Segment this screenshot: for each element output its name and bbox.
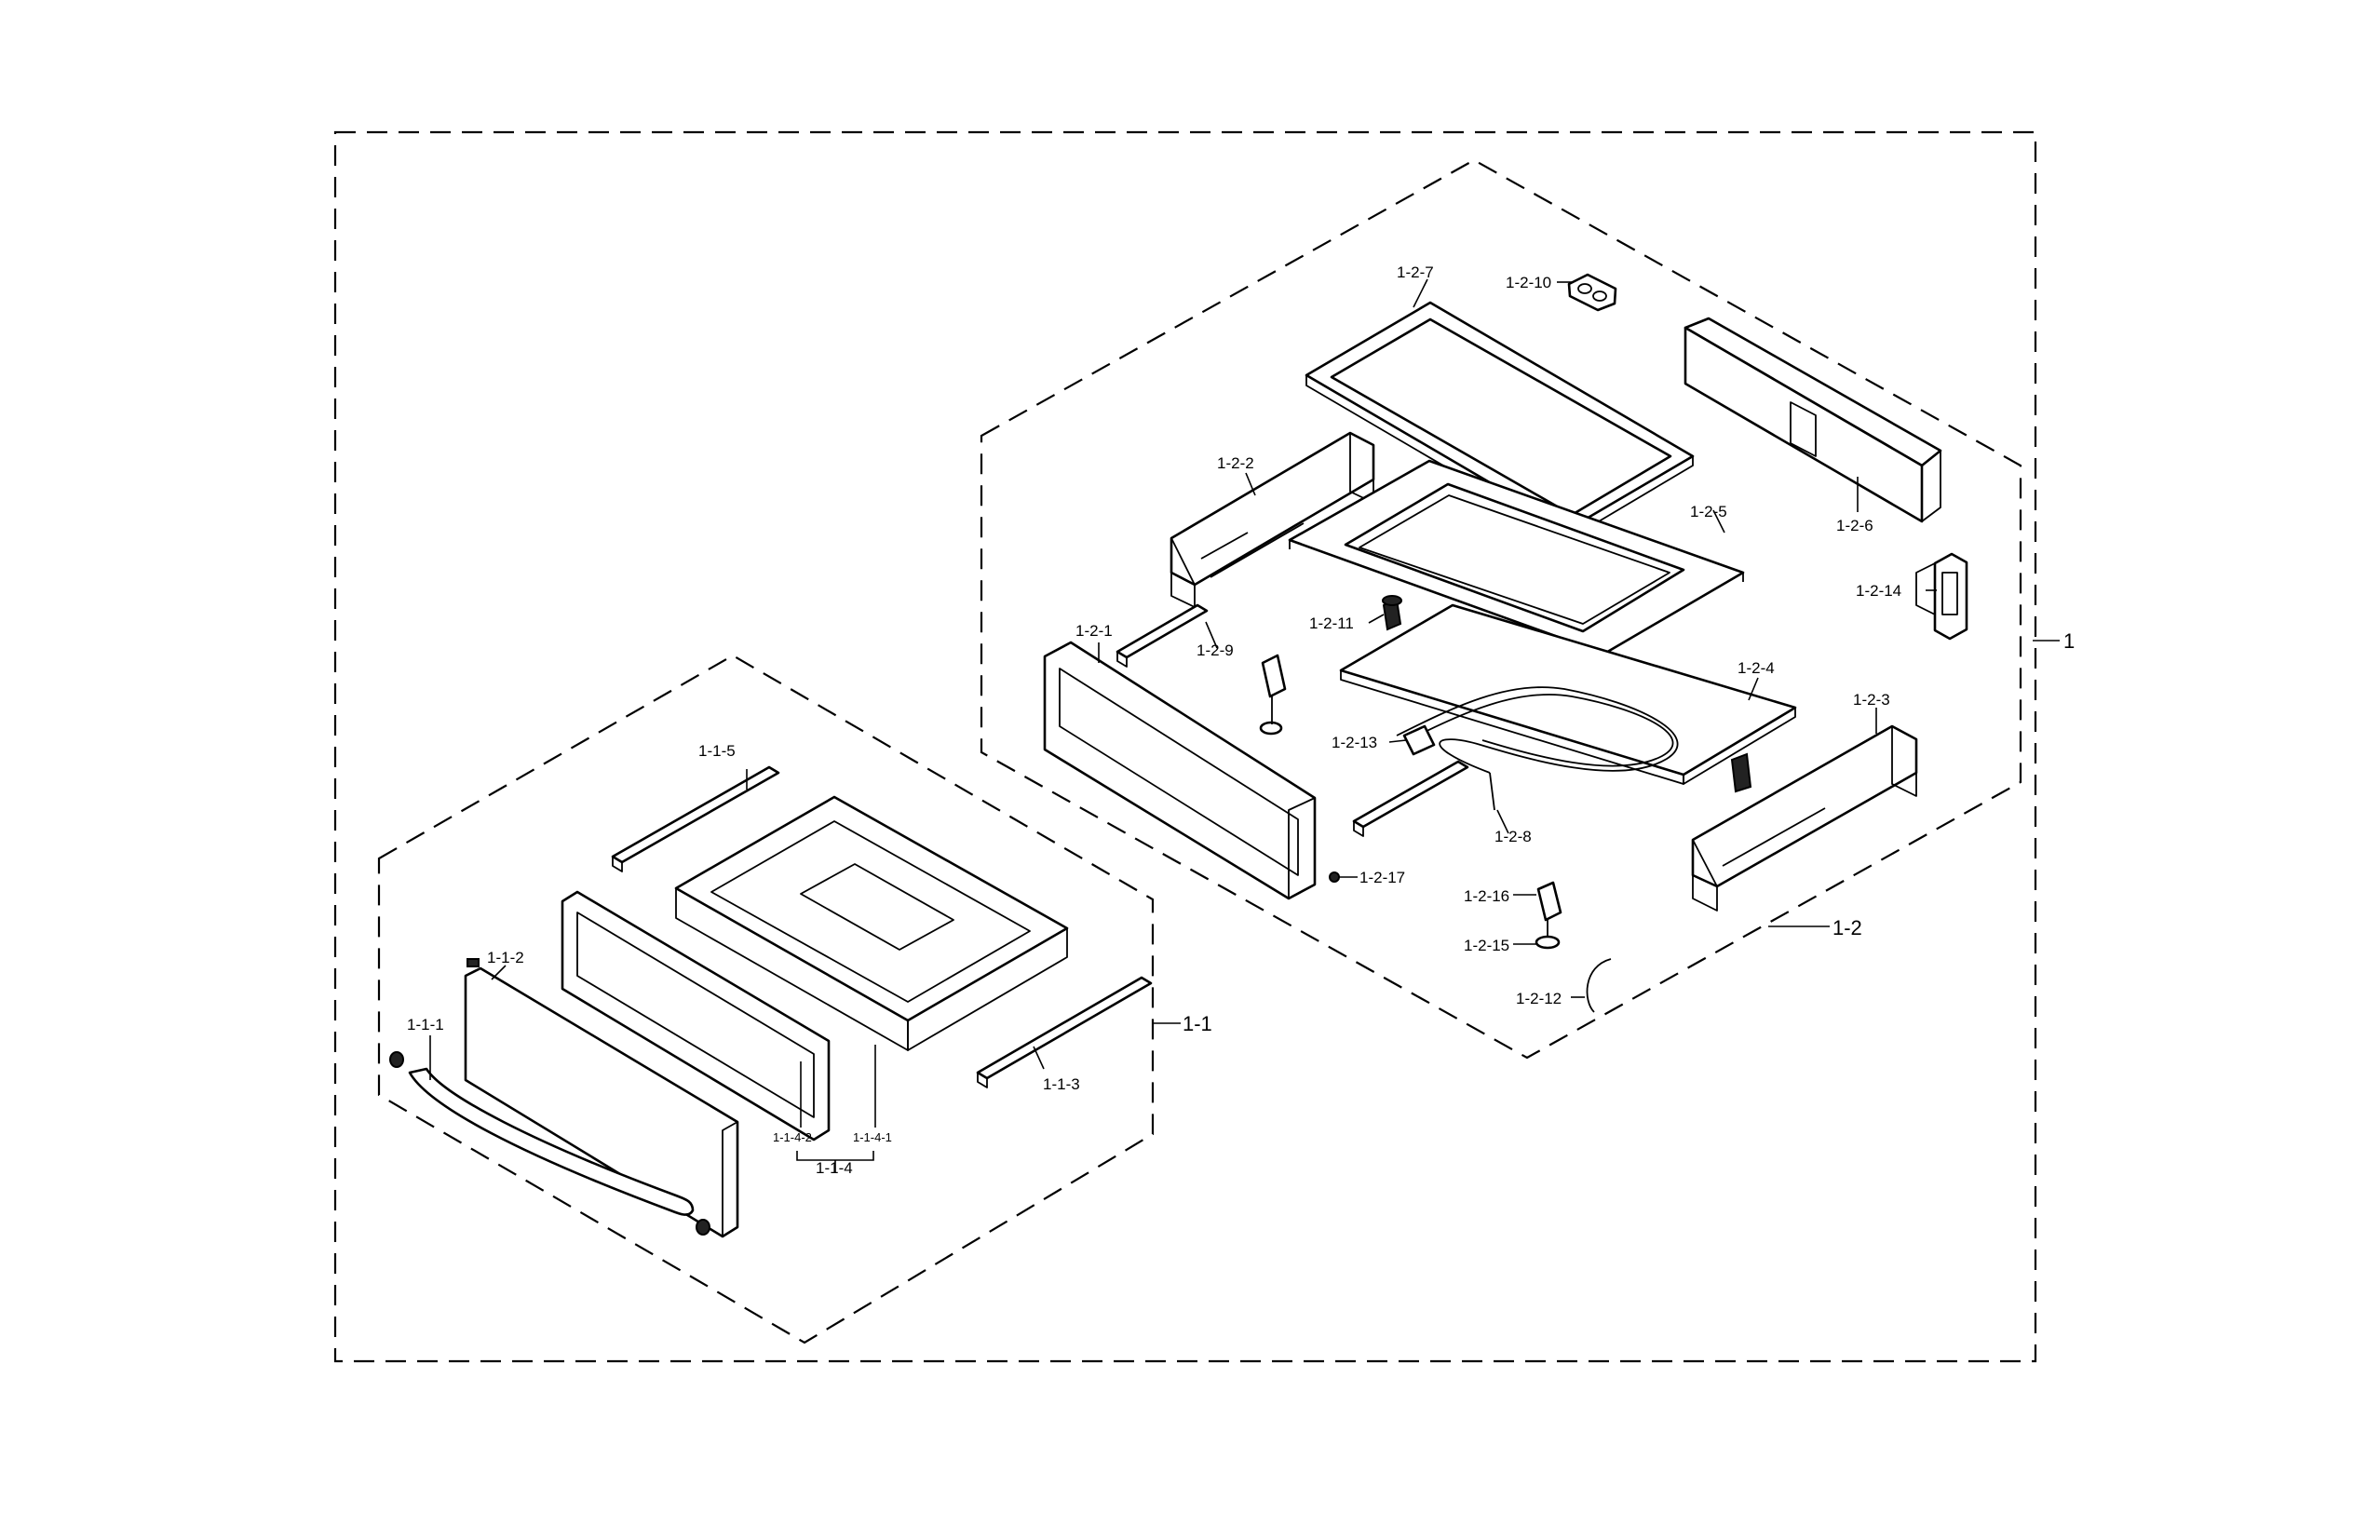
leveler-b-part [1402, 724, 1436, 756]
callout-1-2-7: 1-2-7 [1397, 263, 1434, 281]
callout-1-1-3: 1-1-3 [1043, 1075, 1080, 1093]
callout-1-1-4-1: 1-1-4-1 [853, 1130, 892, 1144]
drawer-box-part [674, 795, 1069, 1051]
callout-1-2-10: 1-2-10 [1506, 274, 1551, 291]
callout-1-2-8: 1-2-8 [1494, 828, 1532, 845]
chamber-assembly-boundary [980, 158, 2022, 1060]
callout-1-2-9: 1-2-9 [1197, 642, 1234, 659]
callout-1-2-17: 1-2-17 [1359, 869, 1405, 886]
drawer-slide-rear-part [611, 765, 780, 872]
leveler-d-part [1730, 752, 1752, 793]
callout-1-2-5: 1-2-5 [1690, 503, 1727, 520]
callout-1-1: 1-1 [1183, 1012, 1212, 1035]
leveler-body-part [1536, 881, 1562, 939]
callout-1-1-1: 1-1-1 [407, 1016, 444, 1033]
rail-center-part [1352, 760, 1469, 837]
callout-1-1-4: 1-1-4 [816, 1159, 853, 1177]
top-frame-part [1305, 301, 1695, 540]
callout-1-2-16: 1-2-16 [1464, 887, 1509, 905]
drawer-front-panel-part [464, 966, 739, 1238]
leveler-c-part [1259, 654, 1287, 736]
leveler-a-part [1382, 595, 1402, 631]
drawer-frame-part [561, 890, 831, 1141]
wire-part [1586, 958, 1612, 1013]
callout-1-2-15: 1-2-15 [1464, 937, 1509, 954]
drawer-slide-right-part [976, 976, 1153, 1088]
heater-part [1396, 686, 1679, 811]
gasket-part [1567, 273, 1617, 312]
leveler-foot-part [1535, 935, 1561, 950]
callout-1-2-13: 1-2-13 [1332, 734, 1377, 751]
callout-1-2-2: 1-2-2 [1217, 454, 1254, 472]
drawer-assembly-boundary [377, 654, 1155, 1344]
handle-part [389, 1051, 710, 1236]
callout-1: 1 [2063, 629, 2075, 653]
side-panel-right-part [1691, 724, 1918, 912]
callout-1-1-4-2: 1-1-4-2 [773, 1130, 812, 1144]
screw-part [1329, 871, 1340, 883]
front-frame-part [1043, 641, 1317, 900]
callout-1-1-5: 1-1-5 [698, 742, 736, 760]
rail-left-part [1116, 603, 1209, 668]
callout-1-2-3: 1-2-3 [1853, 691, 1890, 709]
callout-1-2-4: 1-2-4 [1738, 659, 1775, 677]
callout-1-2-14: 1-2-14 [1856, 582, 1901, 600]
callout-1-2: 1-2 [1832, 916, 1862, 939]
drawer-clip-part [467, 958, 480, 967]
callout-1-1-2: 1-1-2 [487, 949, 524, 966]
side-panel-left-part [1170, 431, 1375, 608]
cover-plate-part [1288, 459, 1745, 655]
callout-1-2-11: 1-2-11 [1309, 615, 1354, 632]
callout-1-2-1: 1-2-1 [1075, 622, 1113, 640]
callout-1-2-12: 1-2-12 [1516, 990, 1562, 1007]
rear-panel-part [1684, 317, 1942, 523]
assembly-boundary [333, 130, 2037, 1363]
bracket-part [1915, 552, 1968, 641]
callout-1-2-6: 1-2-6 [1836, 517, 1873, 534]
